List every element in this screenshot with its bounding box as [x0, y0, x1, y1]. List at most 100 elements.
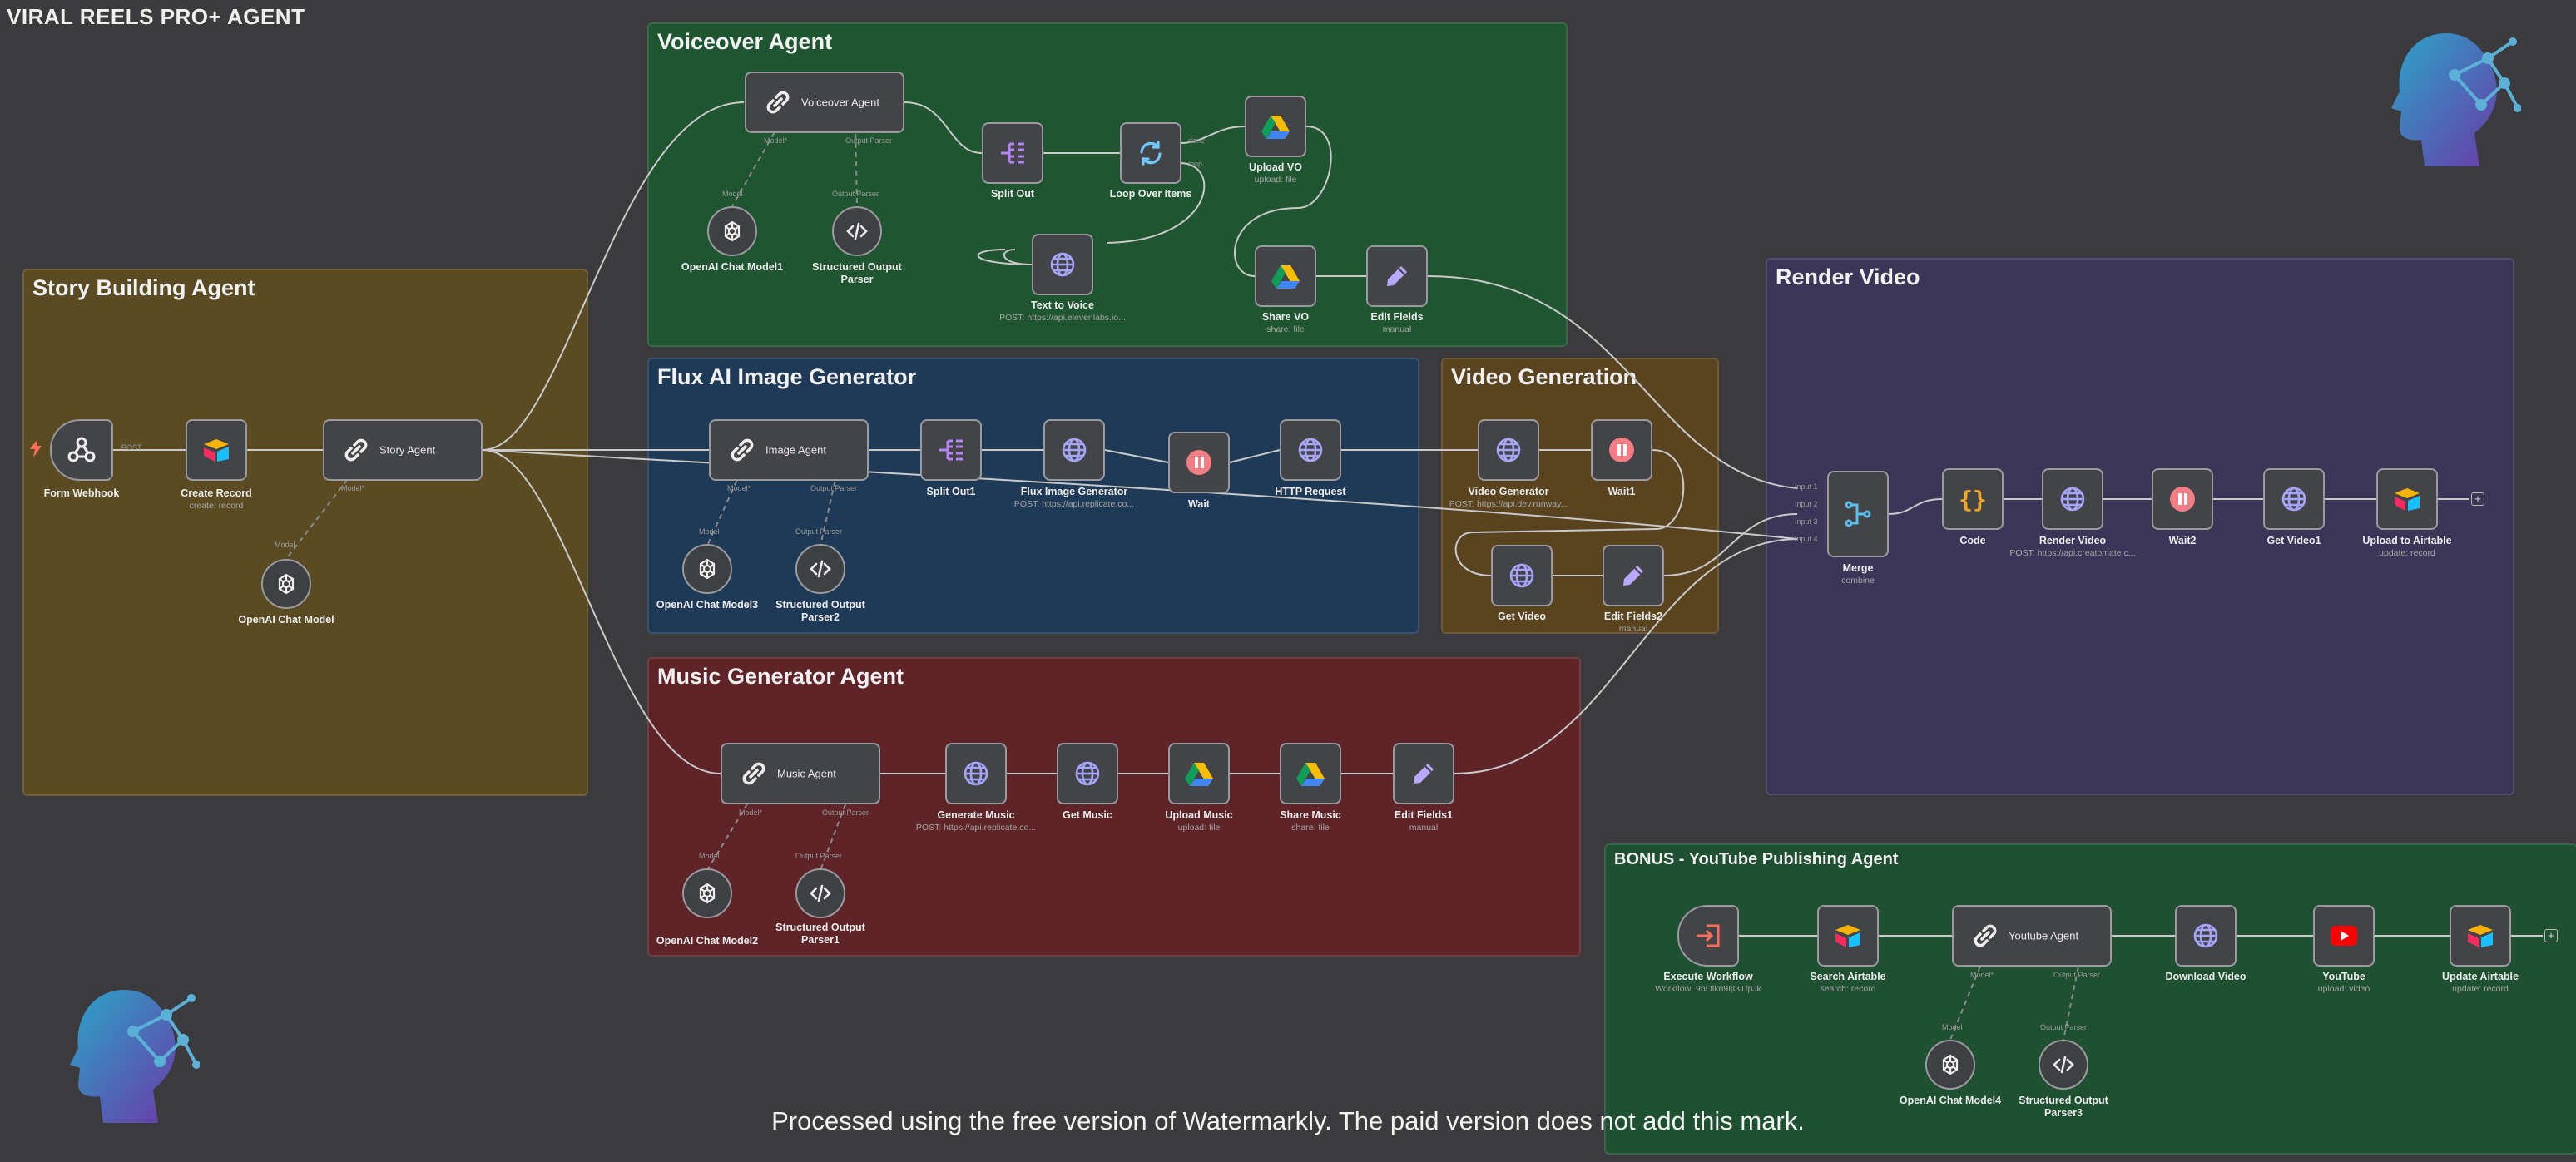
airtable-icon	[1835, 925, 1860, 947]
text-to-voice-sublabel: POST: https://api.elevenlabs.io...	[999, 313, 1126, 323]
update-airtable-sublabel: update: record	[2452, 984, 2509, 994]
http-request-node[interactable]	[1280, 419, 1341, 481]
update-airtable-node[interactable]	[2450, 905, 2511, 967]
render-video-label: Render Video	[2039, 535, 2107, 546]
search-airtable-node[interactable]	[1817, 905, 1879, 967]
download-video-node[interactable]	[2175, 905, 2237, 967]
upload-music-node[interactable]	[1168, 743, 1230, 804]
text-to-voice-node[interactable]	[1032, 234, 1093, 295]
render-video-sublabel: POST: https://api.creatomate.c...	[2009, 548, 2136, 558]
execute-workflow-node[interactable]	[1677, 905, 1739, 967]
port-label-model: Model	[275, 541, 295, 549]
edit-fields-node[interactable]	[1366, 245, 1428, 307]
structured-output-parser-node[interactable]	[832, 206, 882, 256]
brand-head-logo-icon	[2391, 33, 2521, 166]
globe-icon	[964, 761, 988, 786]
openai-chat-model1-node[interactable]	[707, 206, 757, 256]
loop-over-items-node[interactable]	[1120, 122, 1181, 184]
structured-output-parser2-node[interactable]	[795, 544, 845, 594]
share-music-label: Share Music	[1280, 809, 1341, 821]
wait2-node[interactable]	[2152, 468, 2213, 530]
get-video1-node[interactable]	[2263, 468, 2325, 530]
split-icon	[939, 439, 963, 461]
pause-icon	[1186, 450, 1211, 475]
voiceover-agent-label: Voiceover Agent	[801, 96, 879, 109]
share-vo-node[interactable]	[1255, 245, 1316, 307]
structured-output-parser-label: Structured Output Parser	[812, 261, 902, 285]
port-label-output-parser: Output Parser	[832, 190, 879, 198]
wait-label: Wait	[1188, 498, 1210, 510]
image-agent-label: Image Agent	[765, 443, 826, 457]
http-request-label: HTTP Request	[1275, 486, 1346, 497]
split-out1-node[interactable]	[920, 419, 982, 481]
agent-link-icon	[1974, 924, 1997, 947]
edit-fields1-label: Edit Fields1	[1394, 809, 1454, 821]
sticky-story-building[interactable]: Story Building Agent	[22, 269, 588, 796]
video-generator-node[interactable]	[1478, 419, 1539, 481]
structured-output-parser3-node[interactable]	[2039, 1040, 2088, 1090]
edit-fields-sublabel: manual	[1382, 324, 1412, 334]
update-airtable-label: Update Airtable	[2442, 971, 2519, 982]
get-video-label: Get Video	[1497, 611, 1547, 622]
openai-chat-model-node[interactable]	[261, 559, 311, 609]
edit-fields2-node[interactable]	[1603, 545, 1664, 606]
openai-chat-model4-label: OpenAI Chat Model4	[1899, 1095, 2002, 1106]
youtube-node[interactable]	[2313, 905, 2375, 967]
video-generator-label: Video Generator	[1468, 486, 1549, 497]
drive-icon	[1271, 265, 1300, 289]
youtube-agent-node[interactable]: Youtube Agent	[1952, 905, 2112, 967]
port-label-output-parser: Output Parser	[2053, 971, 2101, 979]
sticky-title-youtube: BONUS - YouTube Publishing Agent	[1614, 850, 1899, 868]
image-agent-node[interactable]: Image Agent	[709, 419, 869, 481]
globe-icon	[1496, 438, 1521, 462]
edit-fields1-node[interactable]	[1393, 743, 1454, 804]
structured-output-parser1-node[interactable]	[795, 868, 845, 918]
sticky-music[interactable]: Music Generator Agent	[647, 657, 1581, 957]
watermark-notice: Processed using the free version of Wate…	[771, 1106, 1805, 1135]
upload-to-airtable-node[interactable]	[2376, 468, 2438, 530]
story-agent-node[interactable]: Story Agent	[323, 419, 483, 481]
port-label-loop: loop	[1188, 160, 1203, 168]
port-label-model: Model*	[739, 808, 763, 817]
wait-node[interactable]	[1168, 432, 1230, 493]
loop-over-items-label: Loop Over Items	[1109, 188, 1192, 200]
search-airtable-sublabel: search: record	[1820, 984, 1876, 994]
airtable-icon	[204, 439, 229, 462]
openai-icon	[278, 573, 295, 595]
text-to-voice-label: Text to Voice	[1031, 299, 1094, 311]
merge-node[interactable]	[1827, 471, 1889, 557]
openai-chat-model3-node[interactable]	[682, 544, 732, 594]
port-label-model: Model*	[341, 484, 365, 492]
upload-vo-sublabel: upload: file	[1254, 175, 1297, 185]
form-webhook-node[interactable]	[50, 419, 113, 481]
add-node-button[interactable]: +	[2471, 492, 2484, 506]
youtube-agent-label: Youtube Agent	[2009, 929, 2079, 942]
upload-vo-node[interactable]	[1245, 96, 1306, 157]
get-music-node[interactable]	[1057, 743, 1118, 804]
get-video-node[interactable]	[1491, 545, 1553, 606]
get-video1-label: Get Video1	[2266, 535, 2321, 546]
flux-image-generator-node[interactable]	[1043, 419, 1105, 481]
youtube-label: YouTube	[2322, 971, 2365, 982]
create-record-node[interactable]	[186, 419, 247, 481]
openai-chat-model4-node[interactable]	[1925, 1040, 1975, 1090]
sticky-title-flux: Flux AI Image Generator	[657, 364, 917, 389]
split-out-label: Split Out	[990, 188, 1035, 200]
add-node-button[interactable]: +	[2544, 929, 2558, 942]
code-node[interactable]: {}	[1942, 468, 2004, 530]
search-airtable-label: Search Airtable	[1810, 971, 1886, 982]
voiceover-agent-node[interactable]: Voiceover Agent	[745, 72, 904, 133]
generate-music-sublabel: POST: https://api.replicate.co...	[915, 823, 1037, 833]
wait2-label: Wait2	[2168, 535, 2197, 546]
share-music-node[interactable]	[1280, 743, 1341, 804]
generate-music-node[interactable]	[945, 743, 1007, 804]
execute-workflow-label: Execute Workflow	[1663, 971, 1753, 982]
wait1-node[interactable]	[1591, 419, 1652, 481]
merge-input-4: Input 4	[1795, 535, 1818, 543]
render-video-node[interactable]	[2042, 468, 2103, 530]
openai-chat-model2-node[interactable]	[682, 868, 732, 918]
sticky-youtube[interactable]: BONUS - YouTube Publishing Agent	[1604, 843, 2576, 1155]
split-out-node[interactable]	[982, 122, 1043, 184]
music-agent-node[interactable]: Music Agent	[721, 743, 880, 804]
